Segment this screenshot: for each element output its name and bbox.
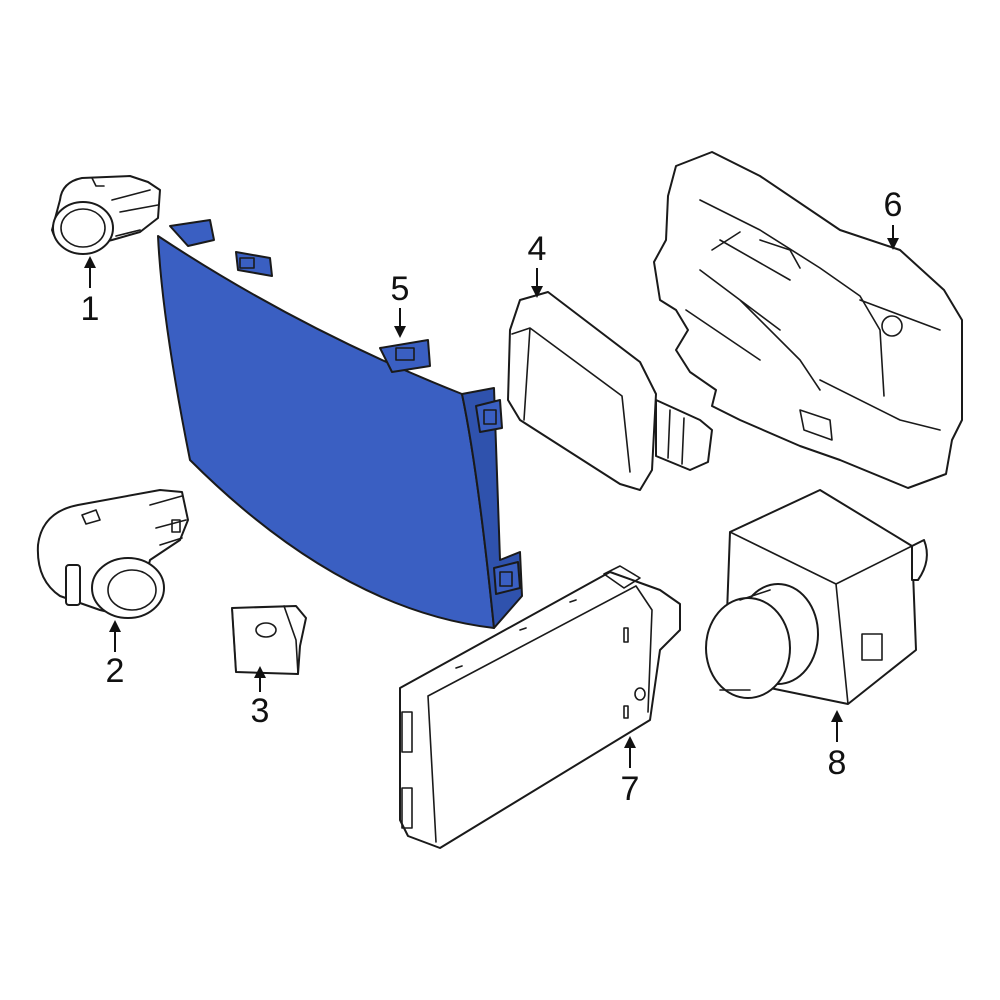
part-2-parking-sensor <box>36 489 189 619</box>
callout-4: 4 <box>528 230 547 268</box>
callout-7: 7 <box>621 770 640 808</box>
part-8-camera <box>705 489 928 705</box>
callout-8: 8 <box>828 744 847 782</box>
part-1-parking-sensor <box>51 175 161 255</box>
part-5-radar-cover-panel <box>157 219 523 629</box>
callout-leaders <box>84 225 899 768</box>
callout-3: 3 <box>251 692 270 730</box>
part-6-mounting-bracket <box>653 151 963 489</box>
radar-cover-face <box>157 235 495 629</box>
callout-5: 5 <box>391 270 410 308</box>
callout-2: 2 <box>106 652 125 690</box>
part-7-control-module <box>399 565 681 849</box>
part-4-radar-sensor-module <box>507 291 713 491</box>
part-3-sensor-bracket <box>231 605 307 675</box>
callout-6: 6 <box>884 186 903 224</box>
callout-1: 1 <box>81 290 100 328</box>
